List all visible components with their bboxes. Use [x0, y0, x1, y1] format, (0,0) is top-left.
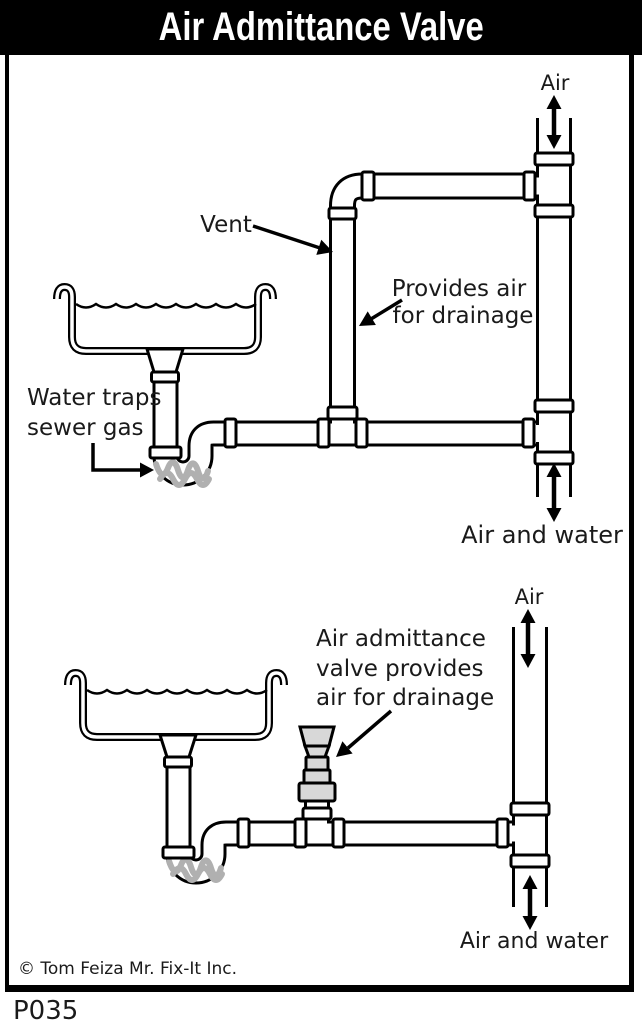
tee-opening — [534, 177, 542, 195]
valve-pointer-arrow — [336, 709, 393, 757]
valve-band — [302, 768, 332, 785]
pipe-coupling — [509, 853, 551, 869]
air-and-water-label: Air and water — [461, 521, 623, 549]
top-diagram: Air Vent Provides air for drainage Water… — [27, 71, 623, 549]
water-traps-label-line1: Water traps — [27, 385, 161, 411]
pipe-coupling — [161, 845, 196, 860]
pipe-coupling — [148, 445, 183, 460]
pipe-coupling — [293, 817, 308, 849]
air-flow-arrow-top — [546, 95, 562, 149]
pipe-coupling — [533, 203, 575, 219]
diagram-frame — [5, 55, 634, 992]
drain-pipe — [165, 757, 516, 885]
title-bar: Air Admittance Valve — [0, 0, 642, 55]
provides-air-label-line1: Provides air — [392, 276, 527, 302]
air-admittance-valve — [297, 725, 337, 803]
air-flow-arrow-bottom — [520, 609, 536, 668]
valve-note-line1: Air admittance — [316, 626, 486, 652]
pipe-coupling — [150, 370, 180, 384]
air-water-flow-arrow-bottom — [522, 875, 538, 930]
pipe-fittings — [157, 733, 551, 869]
page-title: Air Admittance Valve — [158, 5, 484, 49]
pipe-coupling — [533, 151, 575, 167]
pipe-coupling — [495, 817, 510, 849]
vent-pointer-arrow — [252, 224, 333, 255]
pipe-coupling — [236, 817, 251, 849]
valve-taper — [302, 744, 332, 759]
valve-coupling — [297, 781, 337, 803]
p-trap-water — [153, 459, 212, 488]
pipe-fittings — [144, 151, 575, 466]
water-line — [75, 302, 257, 309]
sink-drain-flange — [157, 733, 199, 759]
tee-opening — [509, 825, 518, 842]
air-label: Air — [515, 585, 544, 609]
pipe-coupling — [533, 450, 575, 466]
stack-pipe — [534, 114, 572, 501]
provides-air-label-line2: for drainage — [393, 303, 534, 329]
pipe-coupling — [163, 755, 193, 769]
pipe-coupling — [522, 170, 537, 202]
valve-note-line2: valve provides — [316, 656, 484, 682]
pipe-coupling — [533, 398, 575, 414]
pipe-coupling — [223, 417, 238, 449]
valve-cap — [298, 725, 336, 748]
pipe-coupling — [360, 170, 376, 202]
water-traps-pointer-arrow — [91, 443, 154, 478]
sink — [64, 668, 288, 741]
pipe-coupling — [509, 801, 551, 817]
air-and-water-label: Air and water — [460, 929, 609, 954]
pipe-coupling — [316, 417, 331, 449]
water-line — [86, 688, 268, 695]
valve-band — [304, 755, 330, 772]
pipe-coupling — [327, 206, 358, 221]
air-label: Air — [541, 71, 570, 95]
water-traps-label-line2: sewer gas — [27, 415, 144, 441]
provides-air-pointer-arrow — [359, 298, 403, 326]
pipe-coupling — [521, 417, 536, 449]
pipe-coupling — [354, 417, 369, 449]
valve-note-line3: air for drainage — [316, 685, 494, 711]
bottom-diagram: Air Air admittance valve provides air fo… — [64, 585, 609, 954]
sink-drain-flange — [144, 347, 186, 374]
air-water-flow-arrow-top — [546, 463, 562, 522]
figure-code: P035 — [13, 996, 79, 1024]
pipe-coupling — [326, 405, 359, 421]
pipe-coupling — [331, 817, 346, 849]
sink — [53, 282, 277, 355]
copyright-text: © Tom Feiza Mr. Fix-It Inc. — [18, 959, 238, 979]
vent-label: Vent — [200, 212, 252, 238]
tee-opening — [534, 425, 542, 442]
p-trap-water — [166, 856, 225, 883]
pipe-coupling — [301, 806, 333, 821]
